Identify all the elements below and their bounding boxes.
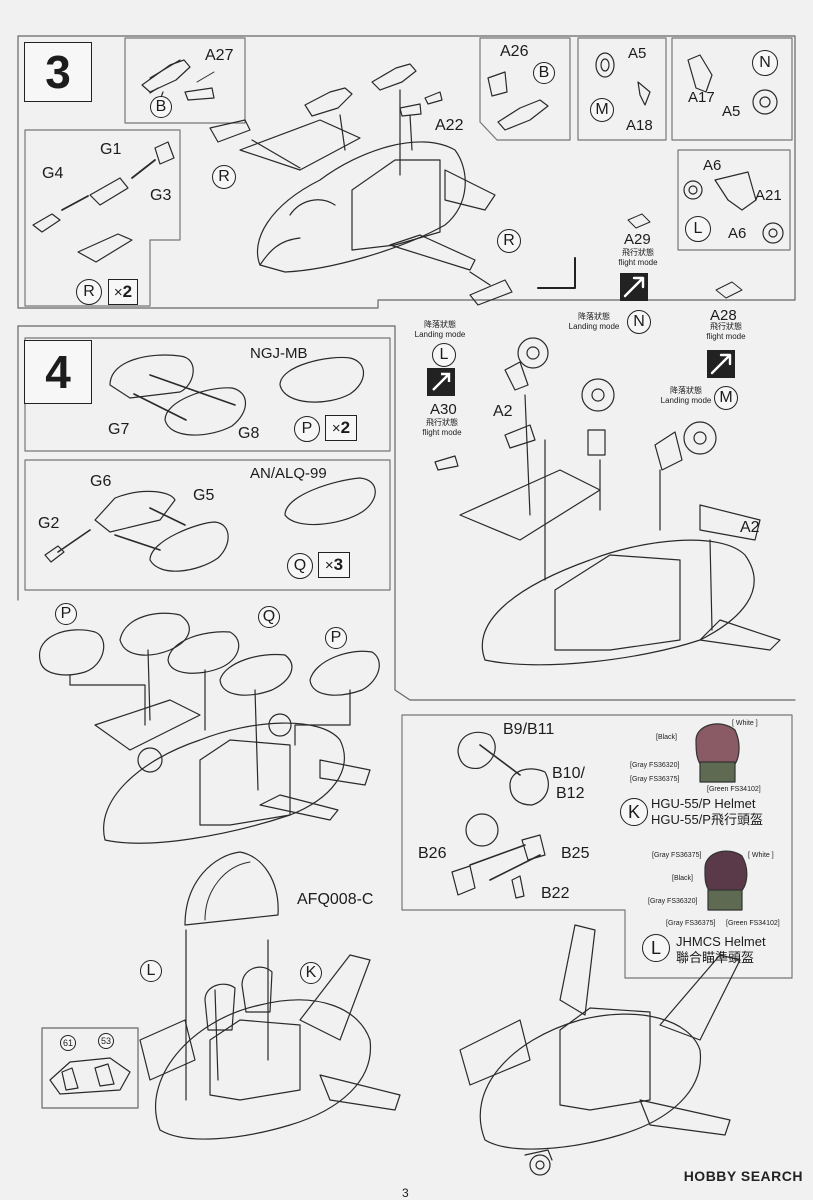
part-a5-label: A5 xyxy=(628,45,647,62)
a29-cn: 飛行狀態 xyxy=(622,248,654,257)
callout-k-canopy: K xyxy=(300,962,322,984)
k-helmet-name-en: HGU-55/P Helmet xyxy=(651,796,756,811)
callout-m-gear: M xyxy=(590,98,614,122)
step-4-number: 4 xyxy=(24,340,92,404)
callout-r-right: R xyxy=(497,229,521,253)
k-color-gray2: [Gray FS36375] xyxy=(630,776,680,783)
part-a2-label: A2 xyxy=(493,403,513,420)
part-g7-label: G7 xyxy=(108,421,130,438)
part-a5-n-label: A5 xyxy=(722,103,741,120)
part-g4-label: G4 xyxy=(42,165,64,182)
part-a17-label: A17 xyxy=(688,89,715,106)
k-color-gray1: [Gray FS36320] xyxy=(630,762,680,769)
landing-l-cn: 降落狀態 xyxy=(424,320,456,329)
r-quantity-value: 2 xyxy=(122,282,133,301)
flight-mode-arrow-icon xyxy=(432,372,451,391)
callout-q-quantity: Q xyxy=(287,553,313,579)
callout-q-pods: Q xyxy=(258,606,280,628)
a28-en: flight mode xyxy=(706,332,746,341)
l-color-green: [Green FS34102] xyxy=(726,920,780,927)
k-color-black: [Black] xyxy=(656,734,678,741)
a30-cn: 飛行狀態 xyxy=(426,418,458,427)
decal-53-marker: 53 xyxy=(98,1033,114,1049)
part-a2-second-label: A2 xyxy=(740,519,760,536)
part-b22-label: B22 xyxy=(541,885,570,902)
times-sign: × xyxy=(113,284,123,301)
callout-n-landing: N xyxy=(627,310,651,334)
callout-b-right: B xyxy=(533,62,555,84)
part-a6-label: A6 xyxy=(703,157,722,174)
callout-m-landing: M xyxy=(714,386,738,410)
part-a6-second-label: A6 xyxy=(728,225,747,242)
canopy-afq008-c-label: AFQ008-C xyxy=(297,891,374,908)
part-g1-label: G1 xyxy=(100,141,122,158)
callout-l-canopy: L xyxy=(140,960,162,982)
step-3-number: 3 xyxy=(24,42,92,102)
a29-icon-label: A29 xyxy=(624,231,651,248)
k-color-green: [Green FS34102] xyxy=(707,786,761,793)
part-a21-label: A21 xyxy=(755,187,782,204)
l-color-black: [Black] xyxy=(672,875,694,882)
callout-p-left: P xyxy=(55,603,77,625)
part-a22-label: A22 xyxy=(435,117,464,134)
callout-p-quantity: P xyxy=(294,416,320,442)
k-helmet-name-cn: HGU-55/P飛行頭盔 xyxy=(651,812,763,827)
decal-61-marker: 61 xyxy=(60,1035,76,1051)
part-b9-b11-label: B9/B11 xyxy=(503,721,555,738)
l-helmet-name-en: JHMCS Helmet xyxy=(676,934,766,949)
part-b10-label: B10/ xyxy=(552,765,585,782)
times-sign: × xyxy=(331,420,341,437)
l-color-gray2: [Gray FS36320] xyxy=(648,898,698,905)
part-b26-label: B26 xyxy=(418,845,447,862)
callout-l-landing: L xyxy=(432,343,456,367)
landing-n-en: Landing mode xyxy=(568,322,620,331)
a30-en: flight mode xyxy=(422,428,462,437)
part-g6-label: G6 xyxy=(90,473,112,490)
part-g2-label: G2 xyxy=(38,515,60,532)
l-color-white: [ White ] xyxy=(748,852,774,859)
times-sign: × xyxy=(324,557,334,574)
callout-p-right: P xyxy=(325,627,347,649)
part-a26-label: A26 xyxy=(500,43,529,60)
callout-l-gear: L xyxy=(685,216,711,242)
q-quantity-value: 3 xyxy=(333,555,344,574)
p-quantity-value: 2 xyxy=(340,418,351,437)
a30-flight-icon xyxy=(427,368,455,396)
k-color-white: [ White ] xyxy=(732,720,758,727)
a28-icon-label: A28 xyxy=(710,307,737,324)
landing-m-en: Landing mode xyxy=(660,396,712,405)
landing-m-cn: 降落狀態 xyxy=(670,386,702,395)
callout-n-gear: N xyxy=(752,50,778,76)
a28-cn: 飛行狀態 xyxy=(710,322,742,331)
callout-r-left: R xyxy=(212,165,236,189)
p-quantity-box: ×2 xyxy=(325,415,357,441)
l-color-gray3: [Gray FS36375] xyxy=(666,920,716,927)
a29-en: flight mode xyxy=(618,258,658,267)
part-a27-label: A27 xyxy=(205,47,234,64)
part-g8-label: G8 xyxy=(238,425,260,442)
q-quantity-box: ×3 xyxy=(318,552,350,578)
r-quantity-box: ×2 xyxy=(108,279,138,305)
callout-l-helmet: L xyxy=(642,934,670,962)
part-a18-label: A18 xyxy=(626,117,653,134)
landing-l-en: Landing mode xyxy=(414,330,466,339)
callout-b-left: B xyxy=(150,96,172,118)
page-number: 3 xyxy=(402,1186,409,1200)
callout-k-helmet: K xyxy=(620,798,648,826)
part-b25-label: B25 xyxy=(561,845,590,862)
a30-icon-label: A30 xyxy=(430,401,457,418)
ngj-mb-title: NGJ-MB xyxy=(250,345,308,362)
landing-n-cn: 降落狀態 xyxy=(578,312,610,321)
part-g5-label: G5 xyxy=(193,487,215,504)
part-b12-label: B12 xyxy=(556,785,585,802)
alq-99-title: AN/ALQ-99 xyxy=(250,465,327,482)
part-g3-label: G3 xyxy=(150,187,172,204)
l-color-gray1: [Gray FS36375] xyxy=(652,852,702,859)
callout-r-quantity: R xyxy=(76,279,102,305)
l-helmet-name-cn: 聯合瞄準頭盔 xyxy=(676,950,755,965)
hobby-search-watermark: HOBBY SEARCH xyxy=(683,1168,803,1184)
